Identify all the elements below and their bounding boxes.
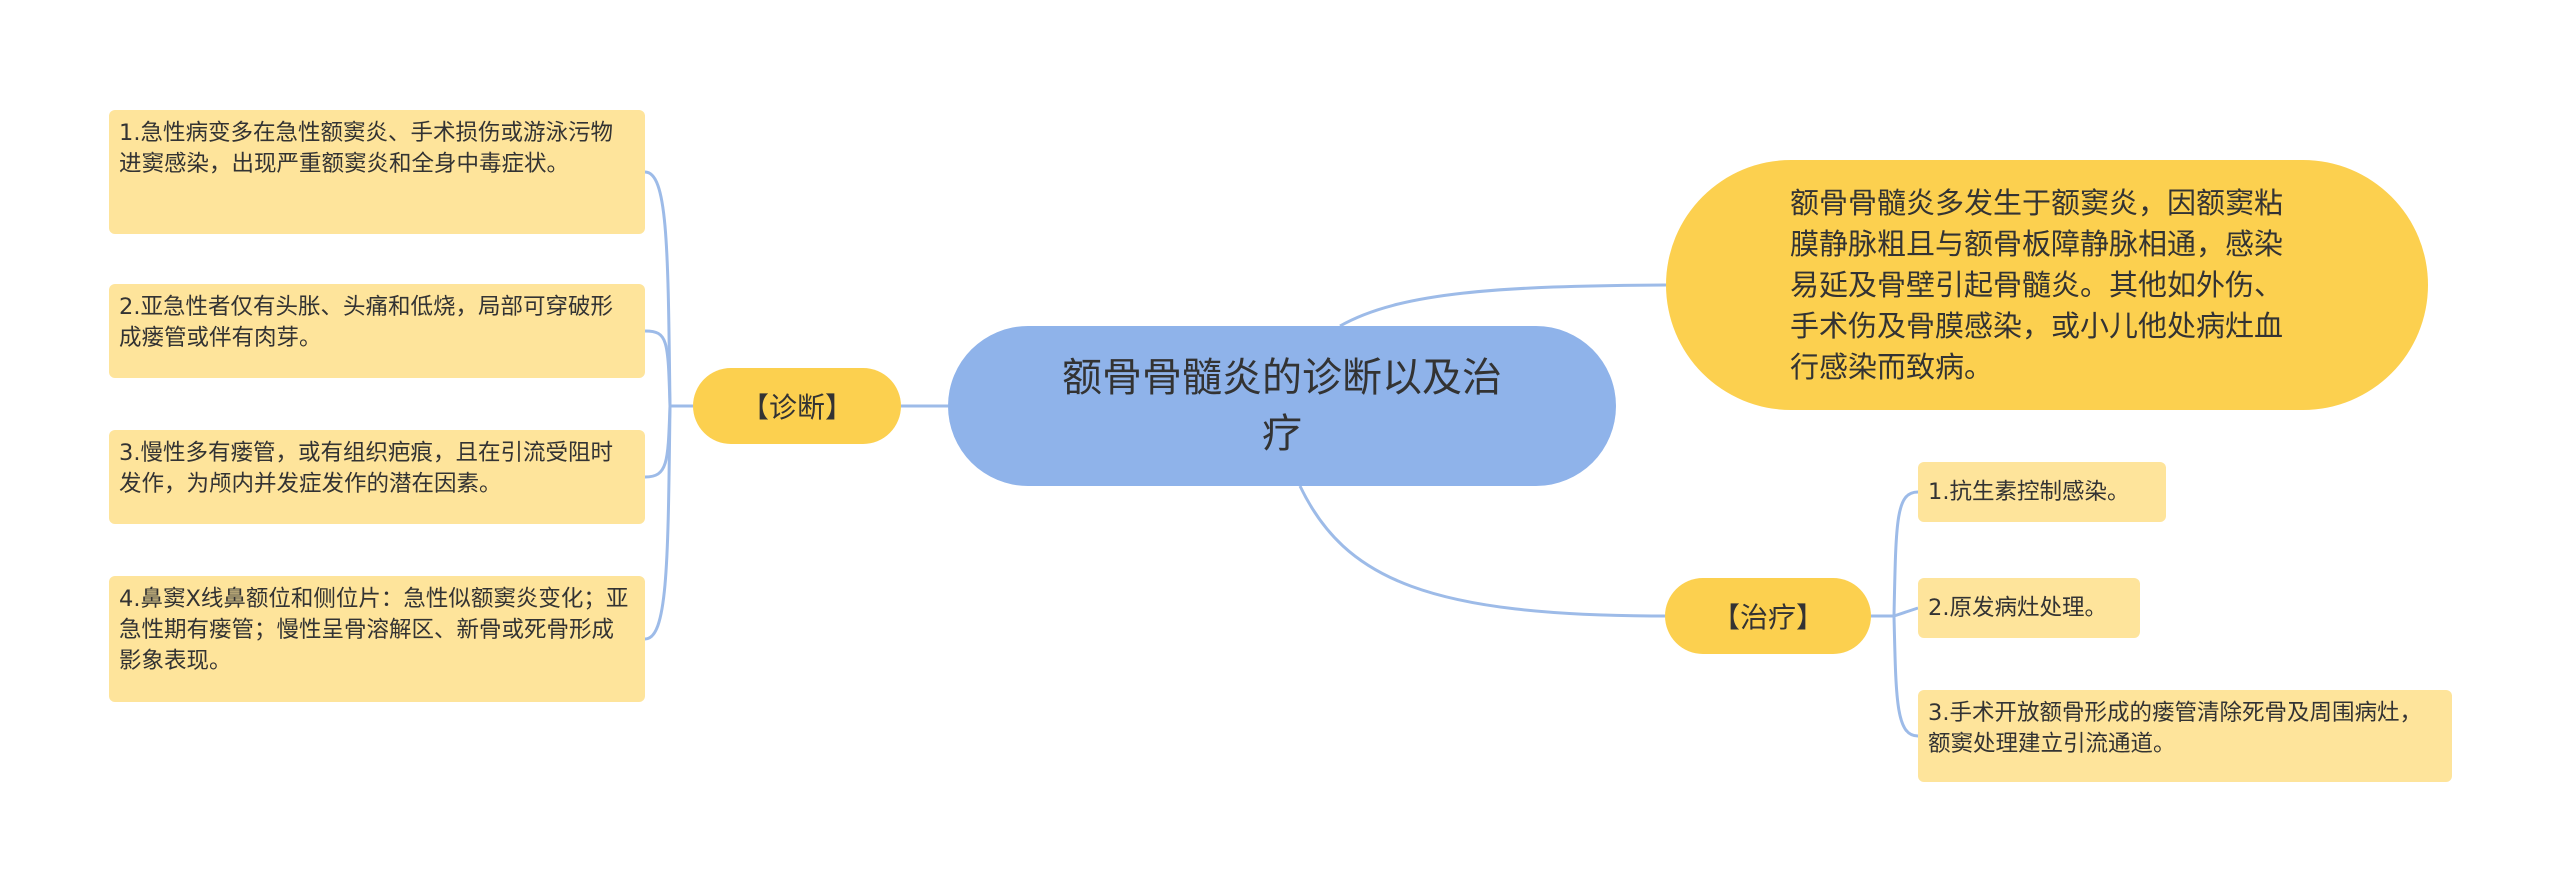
link-diag-4 xyxy=(644,405,672,641)
treatment-item-3-text: 3.手术开放额骨形成的瘘管清除死骨及周围病灶，额窦处理建立引流通道。 xyxy=(1928,700,2422,757)
treatment-item-2-text: 2.原发病灶处理。 xyxy=(1928,594,2107,621)
treatment-item-2[interactable]: 2.原发病灶处理。 xyxy=(1918,578,2140,638)
diagnosis-item-3[interactable]: 3.慢性多有瘘管，或有组织疤痕，且在引流受阻时发作，为颅内并发症发作的潜在因素。 xyxy=(109,430,645,524)
link-central-treatment xyxy=(1298,485,1666,618)
diagnosis-item-4-text: 4.鼻窦X线鼻额位和侧位片：急性似额窦炎变化；亚急性期有瘘管；慢性呈骨溶解区、新… xyxy=(119,586,629,674)
treatment-item-1-text: 1.抗生素控制感染。 xyxy=(1928,478,2130,505)
branch-treatment[interactable]: 【治疗】 xyxy=(1665,578,1871,654)
link-treat-3 xyxy=(1892,615,1919,738)
treatment-item-1[interactable]: 1.抗生素控制感染。 xyxy=(1918,462,2166,522)
intro-text: 额骨骨髓炎多发生于额窦炎，因额窦粘膜静脉粗且与额骨板障静脉相通，感染易延及骨壁引… xyxy=(1790,185,2284,384)
intro-node[interactable]: 额骨骨髓炎多发生于额窦炎，因额窦粘膜静脉粗且与额骨板障静脉相通，感染易延及骨壁引… xyxy=(1666,160,2428,410)
diagnosis-item-2[interactable]: 2.亚急性者仅有头胀、头痛和低烧，局部可穿破形成瘘管或伴有肉芽。 xyxy=(109,284,645,378)
diagnosis-item-3-text: 3.慢性多有瘘管，或有组织疤痕，且在引流受阻时发作，为颅内并发症发作的潜在因素。 xyxy=(119,440,613,497)
link-diag-2 xyxy=(644,329,672,407)
central-topic-text: 额骨骨髓炎的诊断以及治疗 xyxy=(1062,355,1502,457)
central-topic[interactable]: 额骨骨髓炎的诊断以及治疗 xyxy=(948,326,1616,486)
link-diag-3 xyxy=(644,405,672,479)
diagnosis-item-4[interactable]: 4.鼻窦X线鼻额位和侧位片：急性似额窦炎变化；亚急性期有瘘管；慢性呈骨溶解区、新… xyxy=(109,576,645,702)
diagnosis-item-1[interactable]: 1.急性病变多在急性额窦炎、手术损伤或游泳污物进窦感染，出现严重额窦炎和全身中毒… xyxy=(109,110,645,234)
branch-treatment-label: 【治疗】 xyxy=(1711,601,1824,634)
link-central-intro xyxy=(1339,283,1667,328)
diagnosis-item-1-text: 1.急性病变多在急性额窦炎、手术损伤或游泳污物进窦感染，出现严重额窦炎和全身中毒… xyxy=(119,120,613,177)
branch-diagnosis-label: 【诊断】 xyxy=(740,391,853,424)
link-treat-2 xyxy=(1893,606,1919,618)
diagnosis-item-2-text: 2.亚急性者仅有头胀、头痛和低烧，局部可穿破形成瘘管或伴有肉芽。 xyxy=(119,294,613,351)
branch-diagnosis[interactable]: 【诊断】 xyxy=(693,368,901,444)
link-treat-1 xyxy=(1871,490,1919,618)
treatment-item-3[interactable]: 3.手术开放额骨形成的瘘管清除死骨及周围病灶，额窦处理建立引流通道。 xyxy=(1918,690,2452,782)
